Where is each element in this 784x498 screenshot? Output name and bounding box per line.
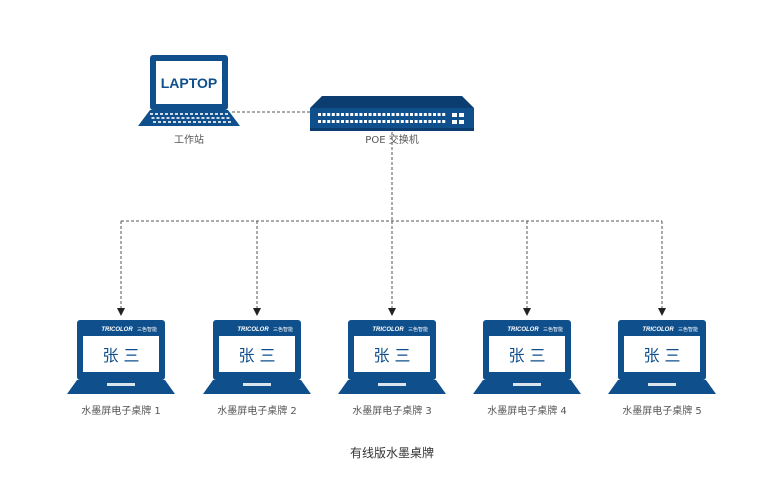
badge-brand: TRICOLOR xyxy=(101,327,133,333)
badge-label: 水墨屏电子桌牌 1 xyxy=(81,406,161,417)
badge-name: 张 三 xyxy=(102,346,139,365)
badge-label: 水墨屏电子桌牌 5 xyxy=(622,406,702,417)
badge-brand-sub: 三色智能 xyxy=(137,326,157,333)
workstation-label: 工作站 xyxy=(174,135,204,146)
badge-brand: TRICOLOR xyxy=(507,327,539,333)
laptop-screen-text: LAPTOP xyxy=(161,75,218,91)
badge-name: 张 三 xyxy=(238,346,275,365)
badge-name: 张 三 xyxy=(508,346,545,365)
laptop-icon: LAPTOP xyxy=(138,55,240,126)
poe-switch-icon xyxy=(310,96,474,131)
badge-brand: TRICOLOR xyxy=(642,327,674,333)
badge-brand-sub: 三色智能 xyxy=(678,326,698,333)
badge-name: 张 三 xyxy=(373,346,410,365)
badge-label: 水墨屏电子桌牌 2 xyxy=(217,406,297,417)
badge-brand-sub: 三色智能 xyxy=(273,326,293,333)
badge-brand-sub: 三色智能 xyxy=(408,326,428,333)
badge-label: 水墨屏电子桌牌 3 xyxy=(352,406,432,417)
badge-name: 张 三 xyxy=(643,346,680,365)
badge-brand: TRICOLOR xyxy=(237,327,269,333)
diagram-caption: 有线版水墨桌牌 xyxy=(349,446,435,460)
badge-brand: TRICOLOR xyxy=(372,327,404,333)
badge-label: 水墨屏电子桌牌 4 xyxy=(487,406,567,417)
switch-label: POE 交换机 xyxy=(365,135,419,146)
badge-brand-sub: 三色智能 xyxy=(543,326,563,333)
